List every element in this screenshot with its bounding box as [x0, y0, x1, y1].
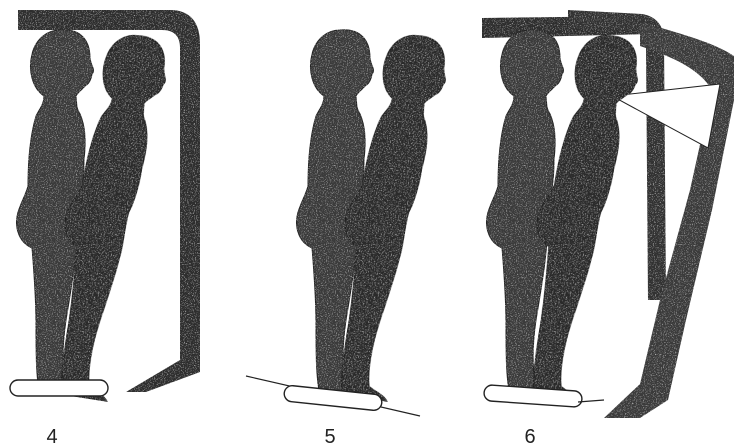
foot-board — [10, 380, 108, 396]
foot-board — [484, 385, 583, 408]
panel-5: 5 — [246, 29, 452, 447]
panel-label-4: 4 — [46, 426, 57, 447]
panel-label-6: 6 — [524, 426, 535, 447]
panel-6: 6 — [482, 10, 734, 447]
panel-4: 4 — [10, 10, 200, 447]
panel-label-5: 5 — [324, 426, 335, 447]
